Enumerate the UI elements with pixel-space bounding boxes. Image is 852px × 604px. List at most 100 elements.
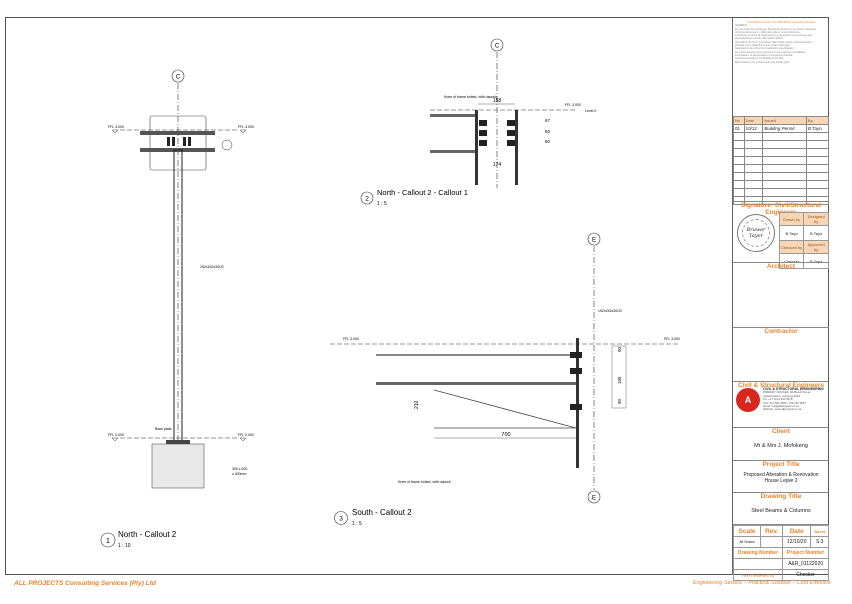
view-1-title: North - Callout 2 — [118, 530, 177, 539]
note-line: All dimensions are in millimetres unless… — [735, 30, 801, 34]
company-line: PRIMARY OFFICES: 8A Bosch Street, — [763, 390, 811, 395]
approved-by: B.Tayo — [803, 253, 829, 269]
title-block: Copyright is vested in ALL PROJECTS Cons… — [732, 17, 830, 581]
beam-flange — [376, 382, 576, 385]
sheet-label: Sheet — [810, 525, 829, 537]
column-section-label: 152x152x30UC — [200, 265, 225, 269]
general-notes: Copyright is vested in ALL PROJECTS Cons… — [735, 21, 827, 64]
reviewed-by: Checker — [782, 569, 829, 581]
ffl-label: FFL 3.000 — [565, 103, 581, 107]
dimension-stack — [611, 345, 627, 409]
note-line: Any discrepancies to be reported to the … — [735, 50, 807, 54]
view-1-number-circle — [100, 532, 116, 548]
rev-issued: Building Permit — [762, 124, 807, 133]
stamp-text: Bruwer Tayer — [742, 219, 770, 247]
sheet-value: S.3 — [810, 536, 829, 548]
client-header: Client — [771, 428, 791, 435]
drawing-number-label: Drawing Number — [732, 547, 784, 559]
scale-table: Scale Rev. Date Sheet All Scales 12/10/2… — [732, 525, 829, 581]
revision-table: No Date Issued By 01 10/12 Building Perm… — [733, 116, 830, 205]
company-details: CIVIL & STRUCTURAL ENGINEERING PRIMARY O… — [763, 387, 827, 412]
footing-size-label: 300 x 600 — [232, 467, 247, 471]
client-section: Client Mr & Mrs J. Mofokeng — [733, 427, 829, 459]
rev-label: Rev. — [760, 525, 784, 537]
note-line: GENERAL — [735, 24, 748, 28]
rev-by: B.Tayo — [805, 124, 830, 133]
notes-title: Copyright is vested in ALL PROJECTS Cons… — [746, 21, 816, 24]
beam-top-flange — [376, 354, 576, 356]
rev-col-by: By — [805, 116, 830, 125]
company-line: Email: info@allprojects.co.za — [763, 404, 799, 409]
ffl-bottom-left: FFL 0.000 — [108, 433, 124, 437]
rev-col-no: No — [733, 116, 745, 125]
view-1-scale: 1 : 10 — [118, 543, 131, 549]
project-title-line1: Proposed Alteration & Renovation — [743, 472, 819, 478]
scale-label: Scale — [732, 525, 762, 537]
rev-no: 01 — [733, 124, 745, 133]
scale-value: All Scales — [732, 536, 762, 548]
engineers-header: Civil & Structural Engineers — [738, 382, 824, 389]
grid-bubble-c — [171, 69, 185, 83]
column-flange — [475, 110, 478, 185]
view-south-callout-2: E E FFL 3.000 FFL 3.000 90 105 90 210 70… — [330, 232, 680, 527]
designed-by: B.Tayo — [803, 225, 829, 241]
dim-158: 158 — [493, 98, 502, 104]
view-3-scale: 1 : 5 — [352, 521, 362, 527]
dim-105: 105 — [617, 376, 622, 384]
project-number-label: Project Number — [782, 547, 829, 559]
grid-label-c: C — [176, 75, 181, 81]
note-line: All welds to be 6mm continuous fillet we… — [735, 40, 813, 44]
company-logo: A — [736, 388, 760, 412]
level-label: Level 0 — [585, 109, 596, 113]
project-number: A&R_01122020 — [782, 558, 829, 570]
dim-210: 210 — [414, 400, 420, 409]
rev-col-issued: Issued — [762, 116, 807, 125]
company-line: Website: www.allprojects.co.za — [763, 407, 802, 412]
rev-col-date: Date — [743, 116, 764, 125]
level-marker — [111, 129, 119, 134]
checked-by-label: Checked by — [778, 240, 805, 254]
dim-90-bottom: 90 — [617, 398, 622, 404]
view-north-callout-2-callout-1: C FFL 3.000 Level 0 158 174 67 50 60 Kne… — [360, 38, 596, 207]
revision-row: 01 10/12 Building Permit B.Tayo — [733, 124, 830, 133]
dim-60: 60 — [545, 139, 551, 144]
haunch — [433, 389, 577, 429]
beam-flange — [140, 131, 215, 135]
dim-67: 67 — [545, 118, 551, 123]
view-north-callout-2: C FFL 3.000 FFL 3.000 FFL 0.000 FFL 0.00… — [100, 69, 254, 549]
engineers-section: Civil & Structural Engineers A CIVIL & S… — [733, 381, 829, 427]
view-3-number-circle — [334, 511, 348, 525]
note-line: Foundations to be founded on competent m… — [735, 53, 793, 57]
grid-bubble-e — [587, 232, 601, 246]
bolt-group — [570, 352, 582, 410]
engineer-stamp: Bruwer Tayer — [737, 214, 775, 252]
company-line: Johannesburg, Gauteng 2001 — [763, 393, 801, 398]
architect-section: Architect — [733, 262, 829, 324]
ffl-label-right: FFL 3.000 — [664, 337, 680, 341]
bolt-group — [479, 120, 515, 146]
section-marker — [221, 139, 233, 151]
contractor-section: Contractor — [733, 327, 829, 381]
note-line: Base plates to be grouted with non-shrin… — [735, 60, 791, 64]
company-line: Cell: 072 564 3456 / 079 123 4567 — [763, 400, 806, 405]
level-marker — [239, 437, 247, 442]
ffl-top-right: FFL 3.000 — [238, 125, 254, 129]
drawing-title-header: Drawing Title — [760, 493, 802, 500]
note-line: Steelwork to be primed and painted to sp… — [735, 47, 795, 51]
project-header: Project Title — [762, 461, 800, 468]
knee-note: Knee of frame bolted, with haunch — [444, 95, 497, 99]
approved-by-label: Approved by — [803, 240, 829, 254]
concrete-footing — [151, 443, 205, 489]
knee-note-b: Knee of frame bolted, with haunch — [398, 480, 451, 484]
drawing-title: Steel Beams & Columns — [751, 508, 811, 514]
project-section: Project Title Proposed Alteration & Reno… — [733, 460, 829, 492]
ffl-bottom-right: FFL 0.000 — [238, 433, 254, 437]
drawn-by: B.Tayo — [778, 225, 805, 241]
date-label: Date — [782, 525, 812, 537]
grid-label-e: E — [592, 238, 596, 244]
rev-date: 10/12 — [743, 124, 764, 133]
dim-700: 700 — [501, 432, 510, 438]
note-line: Concrete strength to be 25MPa at 28 days… — [735, 57, 785, 61]
